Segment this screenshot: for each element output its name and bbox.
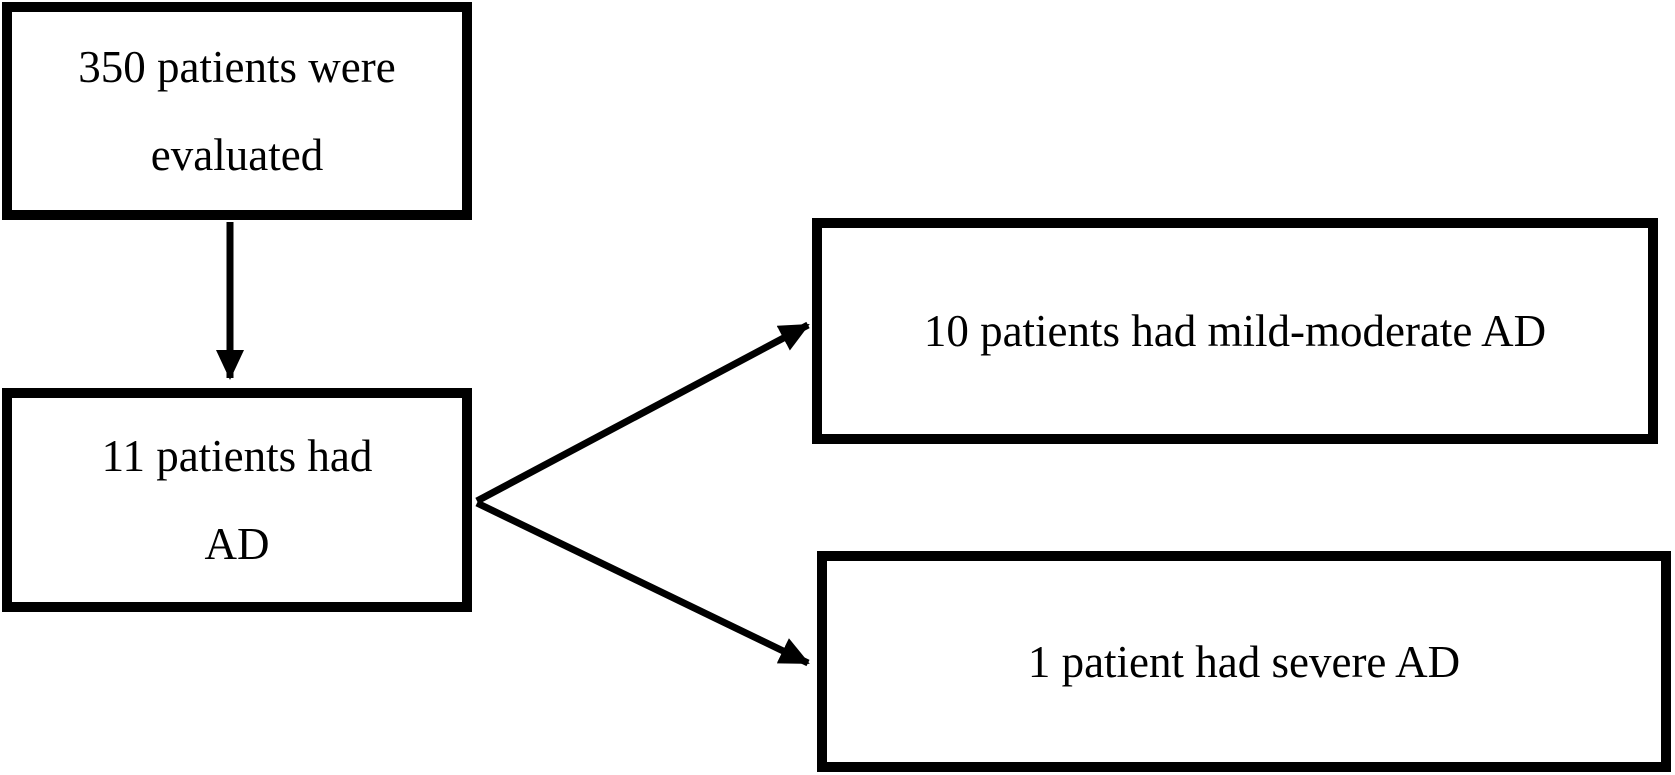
node-patients-ad: 11 patients had AD	[2, 388, 472, 612]
arrow-ad-to-mild-moderate-icon	[475, 321, 810, 505]
node-severe-ad-line-1: 1 patient had severe AD	[1027, 636, 1461, 687]
node-severe-ad: 1 patient had severe AD	[817, 551, 1671, 772]
node-mild-moderate-ad-line-1: 10 patients had mild-moderate AD	[923, 306, 1547, 356]
node-patients-evaluated-line-2: evaluated	[150, 130, 324, 180]
node-patients-ad-line-1: 11 patients had	[101, 431, 373, 481]
node-mild-moderate-ad: 10 patients had mild-moderate AD	[812, 218, 1658, 444]
node-patients-evaluated: 350 patients were evaluated	[2, 2, 472, 220]
arrow-ad-to-severe-icon	[475, 499, 810, 667]
node-patients-ad-line-2: AD	[204, 519, 270, 569]
node-patients-evaluated-line-1: 350 patients were	[78, 42, 396, 92]
